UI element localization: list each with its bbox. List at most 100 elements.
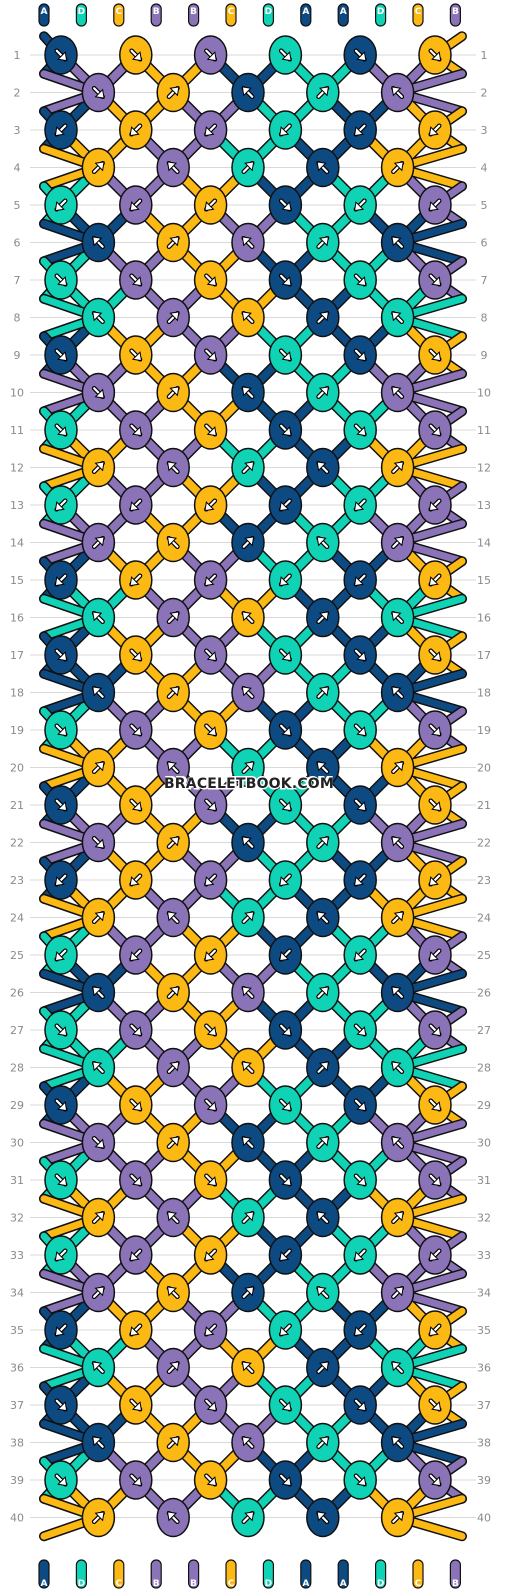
arrow-head: [316, 911, 327, 922]
row-number-left: 14: [10, 537, 24, 550]
arrow-icon: [391, 311, 405, 324]
arrow-icon: [91, 761, 105, 774]
knot: [343, 110, 377, 150]
knot: [193, 35, 228, 75]
arrow-icon: [204, 1098, 218, 1112]
knot: [81, 822, 116, 863]
row-number-left: 32: [10, 1212, 24, 1225]
knot: [193, 1460, 228, 1500]
row-number-left: 34: [10, 1287, 24, 1300]
knot: [81, 672, 116, 713]
knot: [156, 1047, 190, 1088]
arrow-icon: [204, 1248, 218, 1262]
arrow-head: [353, 876, 365, 887]
arrow-head: [206, 276, 217, 287]
row-number-right: 10: [477, 387, 491, 400]
row-number-left: 17: [10, 649, 24, 662]
knot: [343, 35, 377, 75]
arrow-head: [393, 161, 404, 172]
arrow-head: [166, 461, 178, 472]
knot: [156, 972, 190, 1013]
arrow-icon: [316, 1211, 330, 1224]
arrow-icon: [316, 1436, 330, 1449]
arrow-head: [54, 951, 65, 962]
strand-label: C: [115, 1579, 122, 1589]
knot: [418, 485, 452, 525]
arrow-head: [318, 311, 330, 322]
knot: [268, 1235, 303, 1275]
strand-label: A: [340, 1579, 347, 1589]
arrow-icon: [316, 536, 330, 549]
arrow-head: [241, 986, 252, 997]
arrow-head: [318, 1061, 330, 1072]
arrow-icon: [166, 1061, 180, 1074]
arrow-head: [431, 1026, 442, 1037]
arrow-head: [169, 236, 180, 247]
knot: [343, 1460, 377, 1500]
arrow-icon: [166, 86, 180, 99]
arrow-icon: [129, 273, 143, 287]
arrow-icon: [166, 1436, 180, 1449]
arrow-head: [281, 651, 292, 662]
arrow-icon: [278, 123, 292, 137]
row-number-right: 13: [477, 499, 491, 512]
arrow-icon: [391, 536, 405, 549]
knot: [268, 560, 303, 600]
row-number-left: 36: [10, 1362, 24, 1375]
arrow-icon: [166, 236, 180, 249]
knot: [380, 147, 415, 188]
knot: [306, 1197, 340, 1238]
knot: [306, 222, 340, 263]
arrow-icon: [391, 1211, 405, 1224]
arrow-head: [129, 501, 140, 512]
arrow-head: [129, 576, 140, 587]
knot: [343, 1085, 377, 1125]
knot: [44, 710, 78, 750]
knot: [418, 710, 452, 750]
arrow-icon: [428, 1098, 442, 1112]
arrow-head: [204, 201, 215, 212]
arrow-head: [428, 876, 439, 887]
arrow-head: [356, 801, 367, 812]
strand-label: D: [78, 7, 85, 17]
strand-label: A: [302, 1579, 309, 1589]
strand-end: [188, 3, 200, 27]
row-number-right: 38: [477, 1437, 491, 1450]
knot: [156, 372, 190, 413]
knot: [231, 1272, 265, 1313]
arrow-icon: [91, 1361, 105, 1374]
knot: [343, 1235, 377, 1275]
row-number-right: 19: [477, 724, 491, 737]
row-number-left: 22: [10, 837, 24, 850]
arrow-head: [391, 1136, 402, 1147]
arrow-head: [54, 126, 65, 137]
arrow-icon: [391, 461, 405, 474]
knot: [231, 972, 265, 1013]
arrow-head: [94, 1511, 105, 1522]
arrow-head: [431, 801, 442, 812]
arrow-head: [431, 51, 442, 62]
arrow-head: [356, 426, 367, 437]
arrow-icon: [391, 386, 405, 399]
knot: [193, 635, 228, 675]
strand-label: C: [415, 7, 422, 17]
knot: [380, 1272, 415, 1313]
knot: [44, 785, 78, 825]
row-number-left: 21: [10, 799, 24, 812]
row-number-right: 37: [477, 1399, 491, 1412]
arrow-icon: [91, 1211, 105, 1224]
arrow-icon: [391, 1286, 405, 1299]
knot: [268, 110, 303, 150]
knot: [81, 1272, 116, 1313]
strand-end: [113, 1559, 125, 1589]
knot: [268, 785, 303, 825]
arrow-head: [169, 1436, 180, 1447]
arrow-icon: [278, 573, 292, 587]
knot: [44, 185, 78, 225]
arrow-head: [241, 311, 252, 322]
arrow-icon: [316, 461, 330, 474]
arrow-icon: [353, 573, 367, 587]
arrow-icon: [166, 761, 180, 774]
arrow-head: [57, 1176, 68, 1187]
